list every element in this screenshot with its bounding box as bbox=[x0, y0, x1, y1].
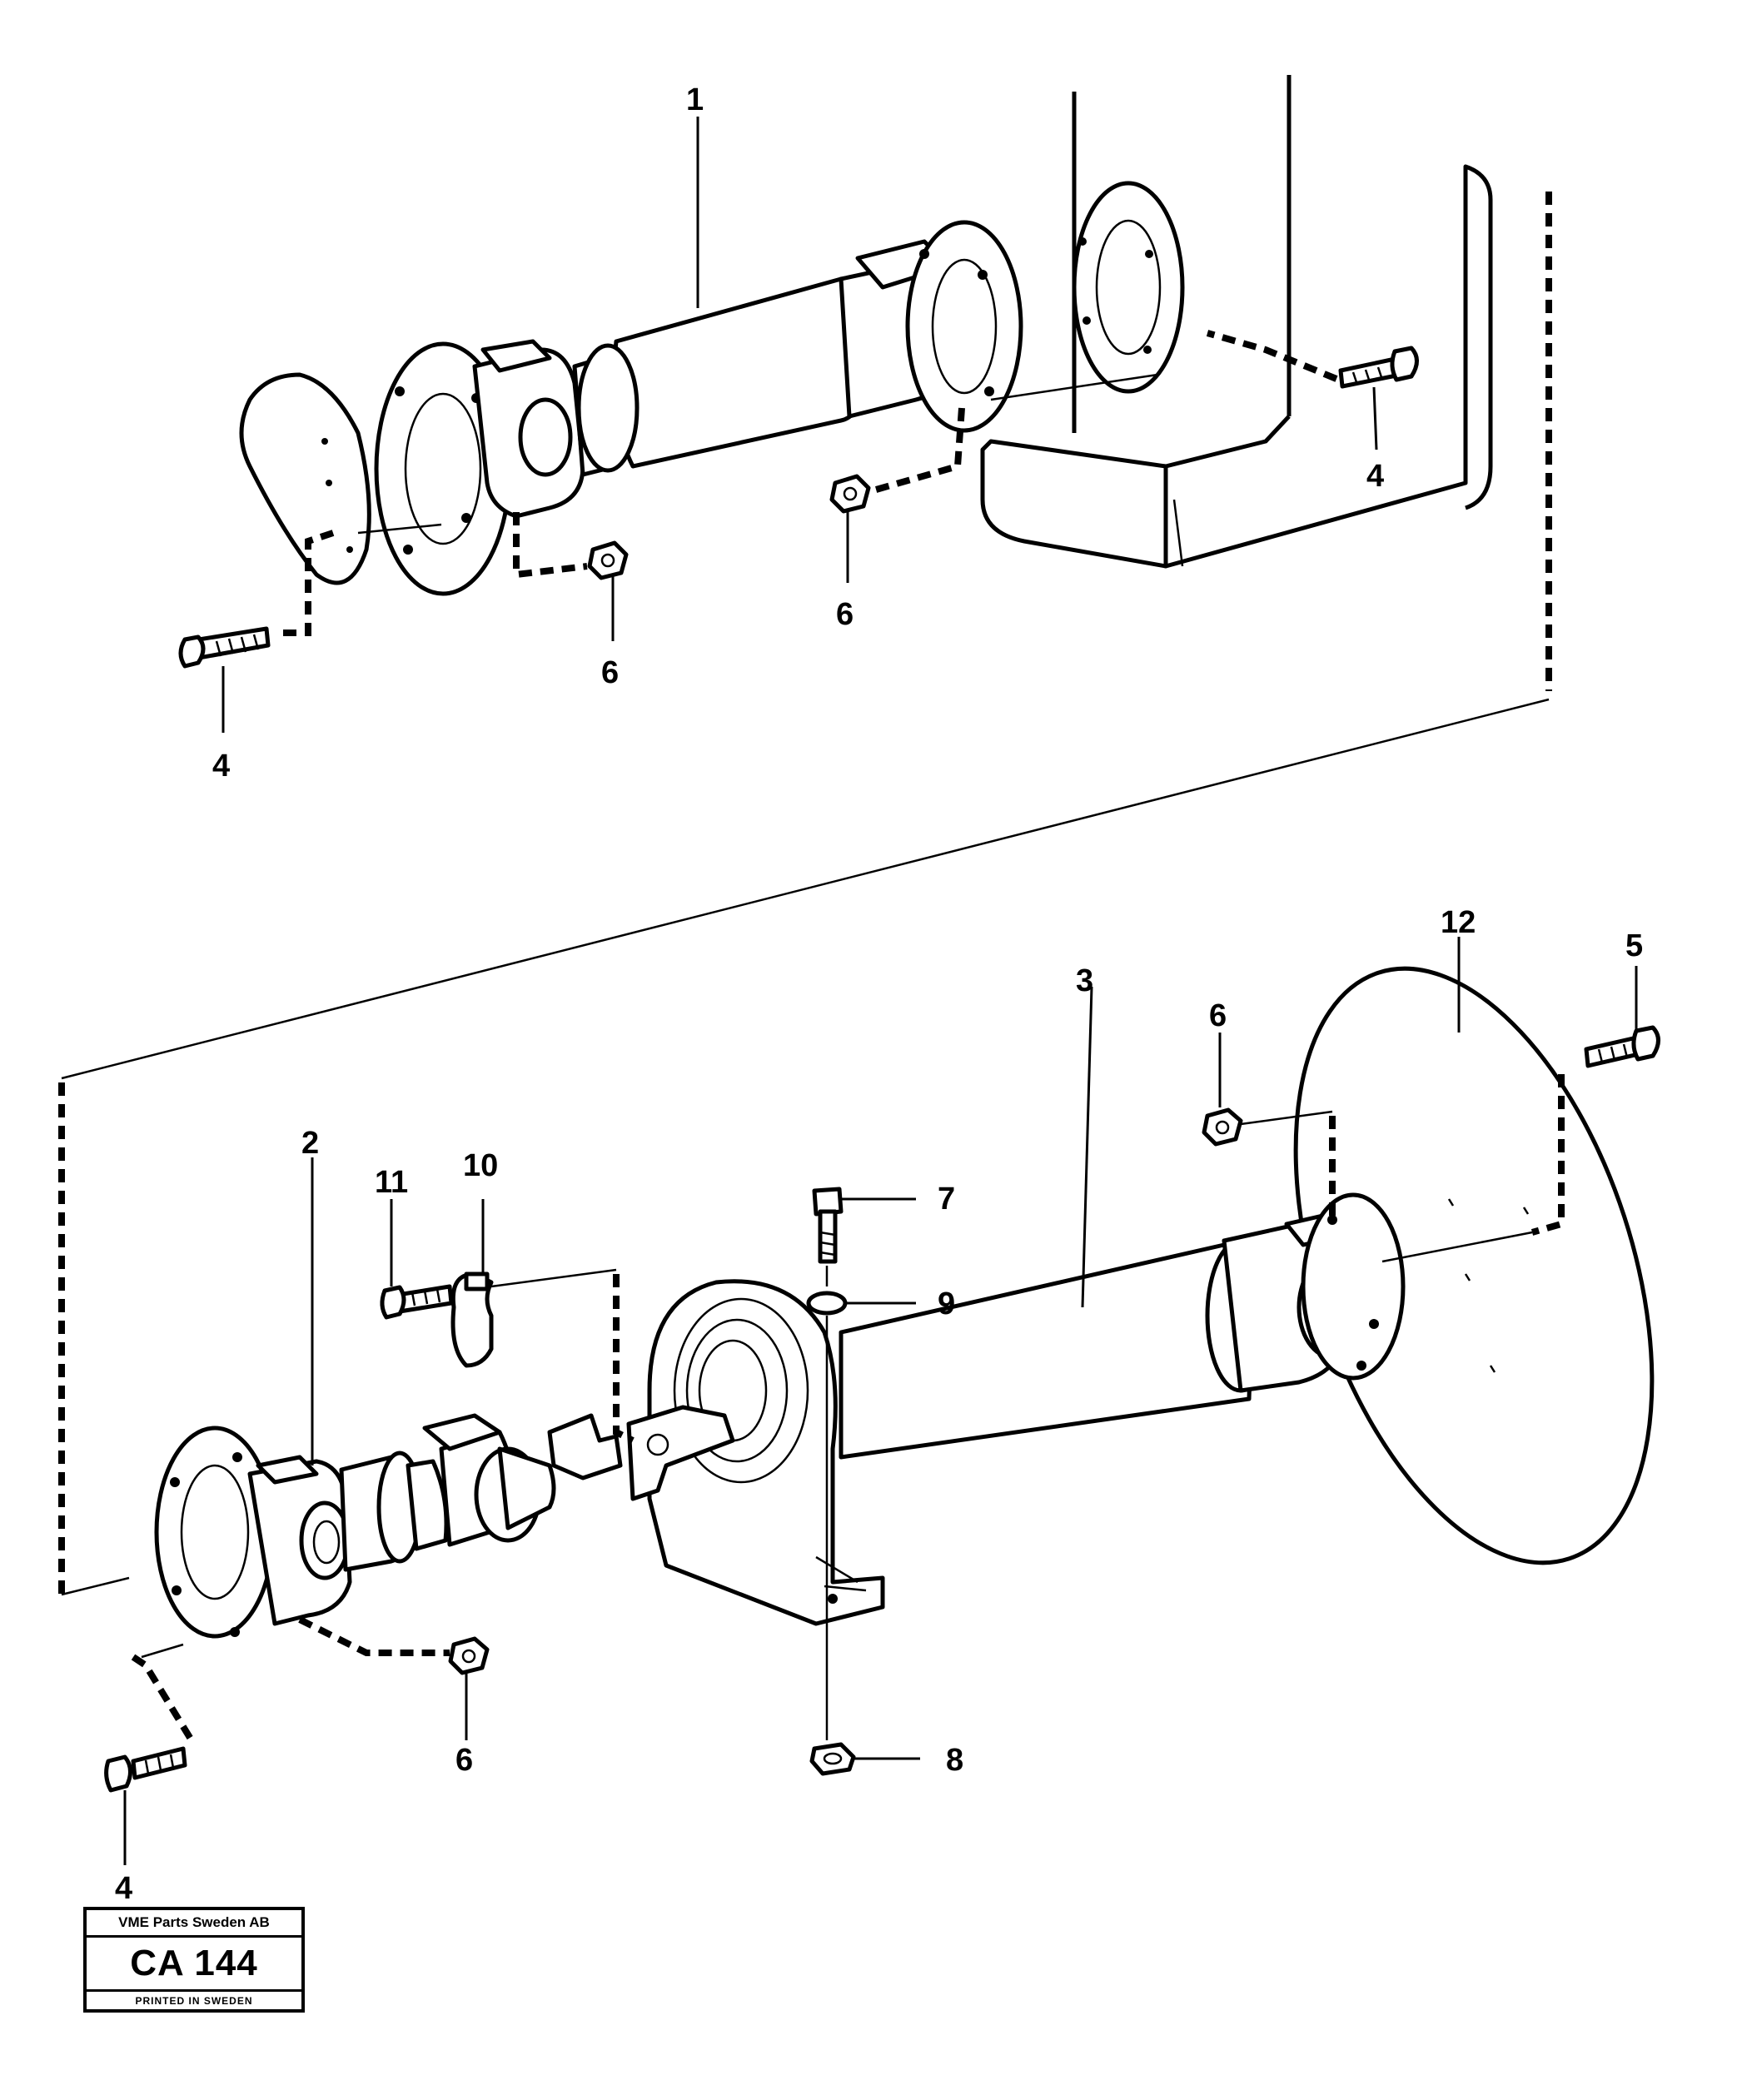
gearbox-housing bbox=[980, 75, 1493, 569]
lower-line-disc bbox=[1381, 1231, 1533, 1263]
upper-nut-right bbox=[829, 474, 871, 514]
callout-4-lower: 4 bbox=[115, 1871, 132, 1906]
callout-11: 11 bbox=[375, 1165, 408, 1200]
title-stamp: VME Parts Sweden AB CA 144 PRINTED IN SW… bbox=[83, 1907, 305, 2013]
callout-1: 1 bbox=[686, 82, 704, 117]
callout-5: 5 bbox=[1625, 928, 1643, 963]
callout-6-lower: 6 bbox=[455, 1743, 473, 1778]
upper-bolt-left bbox=[178, 626, 271, 669]
lower-line-nut-upper bbox=[1240, 1110, 1333, 1126]
lower-dash-nut bbox=[298, 1616, 450, 1656]
upper-guide-line bbox=[357, 373, 1158, 535]
upper-dash-nut-left bbox=[513, 512, 588, 579]
callout-4-upper-right: 4 bbox=[1366, 459, 1384, 494]
lower-dash-clamp bbox=[613, 1274, 635, 1444]
upper-dash-bolt bbox=[283, 530, 335, 636]
upper-nut-left bbox=[587, 540, 629, 580]
lower-line-bolt bbox=[141, 1643, 184, 1659]
part-9-washer bbox=[806, 1291, 848, 1316]
connector-line bbox=[61, 698, 1550, 1080]
part-3-propeller-shaft bbox=[839, 1192, 1406, 1460]
callout-6-upper-left: 6 bbox=[601, 655, 619, 690]
clamp-assembly bbox=[547, 1405, 735, 1501]
callout-3: 3 bbox=[1076, 963, 1093, 998]
stamp-printed: PRINTED IN SWEDEN bbox=[135, 1995, 253, 2007]
part-6-nut-upper bbox=[1202, 1107, 1243, 1147]
callout-4-upper-left: 4 bbox=[212, 749, 230, 784]
callout-6-upper-mid: 6 bbox=[836, 597, 854, 632]
part-7-bolt bbox=[812, 1187, 844, 1264]
part-6-nut-lower bbox=[448, 1636, 490, 1675]
connector-line-bottom bbox=[61, 1576, 130, 1596]
housing-flange bbox=[1072, 181, 1185, 394]
callout-2: 2 bbox=[301, 1126, 319, 1161]
stamp-company: VME Parts Sweden AB bbox=[87, 1910, 301, 1938]
callout-7: 7 bbox=[938, 1182, 955, 1217]
callout-9: 9 bbox=[938, 1286, 955, 1321]
stamp-code: CA 144 bbox=[87, 1938, 301, 1992]
part-5-bolt bbox=[1584, 1025, 1660, 1068]
upper-bolt-right bbox=[1338, 346, 1419, 389]
upper-dash-bolt-right bbox=[1206, 330, 1338, 382]
lower-dash-bolt-5 bbox=[1530, 1074, 1565, 1236]
part-4-bolt-lower bbox=[104, 1746, 187, 1793]
lower-dash-bolt bbox=[131, 1654, 195, 1743]
part-11-bolt bbox=[380, 1284, 454, 1320]
callout-12: 12 bbox=[1441, 905, 1476, 940]
callout-8: 8 bbox=[946, 1743, 963, 1778]
callout-10: 10 bbox=[463, 1148, 498, 1183]
upper-dash-nut-right bbox=[868, 407, 965, 495]
part-8-nut bbox=[809, 1742, 856, 1776]
callout-leaders bbox=[123, 117, 1638, 1865]
part-1-propeller-shaft bbox=[374, 220, 1023, 596]
center-bearing-bracket bbox=[647, 1279, 885, 1626]
part-10-clamp bbox=[450, 1271, 494, 1368]
lower-line-clamp bbox=[490, 1268, 617, 1288]
left-flange-plate bbox=[239, 372, 371, 585]
callout-6-lower-upper: 6 bbox=[1209, 998, 1227, 1033]
part-2-propeller-shaft bbox=[154, 1413, 556, 1639]
